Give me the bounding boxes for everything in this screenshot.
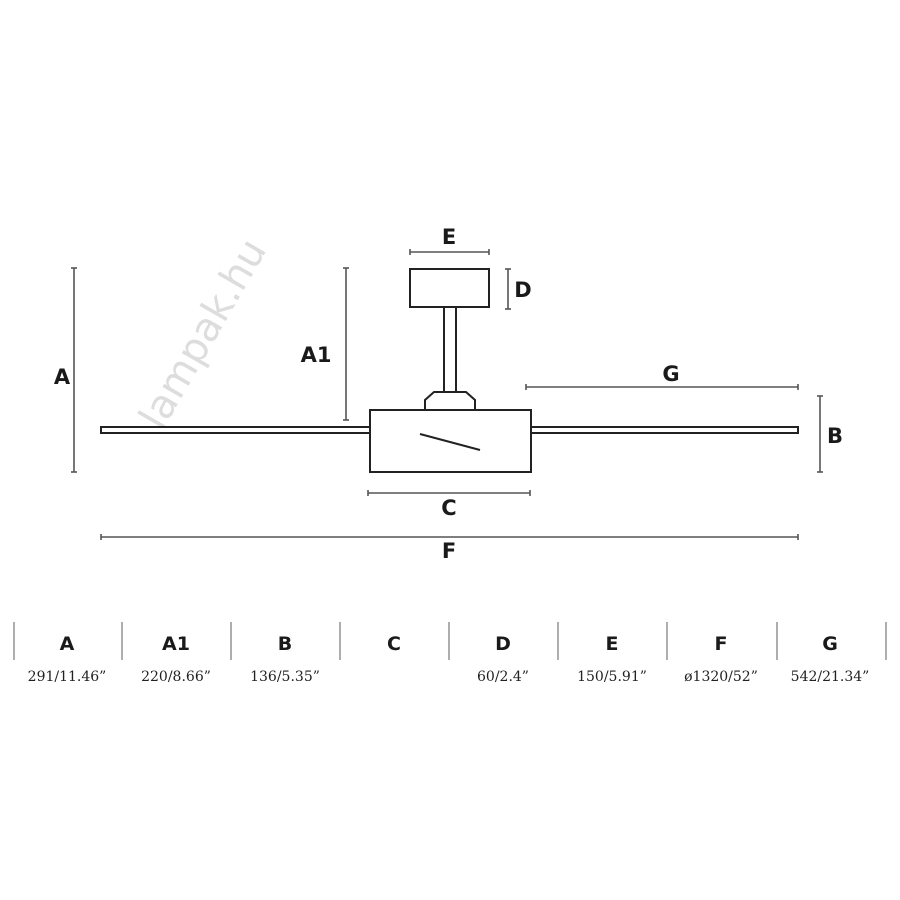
dimension-D: D bbox=[505, 268, 532, 310]
downrod bbox=[443, 306, 457, 393]
dimension-B: B bbox=[817, 395, 843, 473]
collar bbox=[424, 391, 476, 411]
label-G: G bbox=[662, 362, 679, 386]
dimension-table: A A1 B C D E F G 291/11.46” 220/8.66” 13… bbox=[13, 622, 887, 685]
dimension-E: E bbox=[409, 225, 490, 255]
table-value-G: 542/21.34” bbox=[791, 669, 870, 685]
canopy bbox=[409, 268, 490, 308]
table-header-E: E bbox=[606, 633, 619, 655]
table-header-A1: A1 bbox=[162, 633, 190, 655]
table-header-C: C bbox=[387, 633, 401, 655]
label-A: A bbox=[54, 365, 71, 389]
label-D: D bbox=[514, 278, 531, 302]
dimension-A: A bbox=[54, 267, 77, 473]
table-value-F: ø1320/52” bbox=[684, 669, 758, 685]
table-header-B: B bbox=[278, 633, 292, 655]
table-value-B: 136/5.35” bbox=[250, 669, 320, 685]
table-header-G: G bbox=[822, 633, 838, 655]
table-value-E: 150/5.91” bbox=[577, 669, 647, 685]
dimension-G: G bbox=[525, 362, 799, 390]
table-value-A1: 220/8.66” bbox=[141, 669, 211, 685]
table-value-A: 291/11.46” bbox=[28, 669, 107, 685]
label-B: B bbox=[827, 424, 843, 448]
motor-housing bbox=[369, 409, 532, 473]
dimension-F: F bbox=[100, 534, 799, 563]
table-header-A: A bbox=[60, 633, 75, 655]
label-A1: A1 bbox=[301, 343, 332, 367]
dimension-C: C bbox=[367, 490, 531, 520]
table-value-D: 60/2.4” bbox=[477, 669, 529, 685]
housing-detail-line bbox=[419, 433, 481, 451]
right-blade bbox=[530, 426, 799, 434]
table-header-F: F bbox=[715, 633, 728, 655]
label-E: E bbox=[442, 225, 456, 249]
dimension-A1: A1 bbox=[301, 267, 349, 421]
label-C: C bbox=[441, 496, 456, 520]
table-header-D: D bbox=[495, 633, 511, 655]
left-blade bbox=[100, 426, 371, 434]
ceiling-fan-drawing bbox=[100, 268, 799, 473]
label-F: F bbox=[442, 539, 456, 563]
watermark: lampak.hu bbox=[131, 231, 276, 437]
